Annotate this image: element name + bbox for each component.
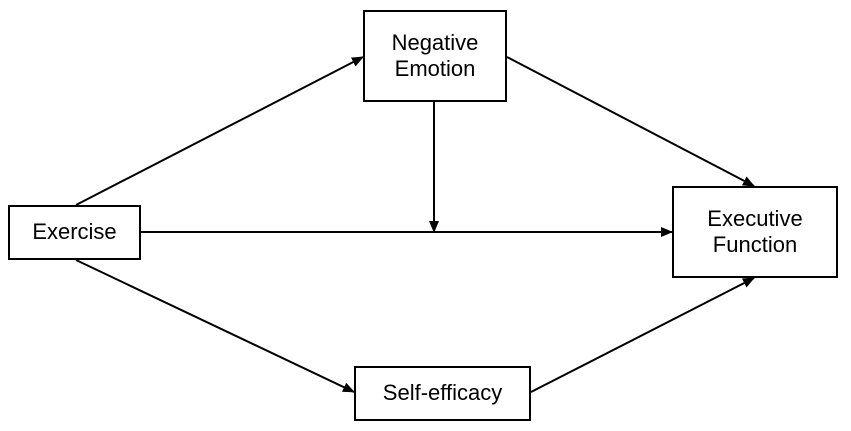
node-exercise-label: Exercise: [32, 219, 117, 245]
node-executive-function-label: Executive Function: [707, 205, 803, 257]
node-self-efficacy-label: Self-efficacy: [382, 380, 503, 406]
node-negative-emotion: Negative Emotion: [363, 10, 507, 102]
arrow-exercise-to-negative-emotion: [75, 56, 364, 206]
node-negative-emotion-label: Negative Emotion: [391, 29, 479, 81]
arrow-self-efficacy-to-executive-function: [530, 277, 755, 393]
node-self-efficacy: Self-efficacy: [354, 366, 531, 421]
arrow-negative-emotion-to-executive-function: [506, 56, 755, 187]
node-exercise: Exercise: [8, 205, 141, 260]
node-executive-function: Executive Function: [672, 186, 838, 278]
arrow-exercise-to-self-efficacy: [75, 259, 355, 393]
